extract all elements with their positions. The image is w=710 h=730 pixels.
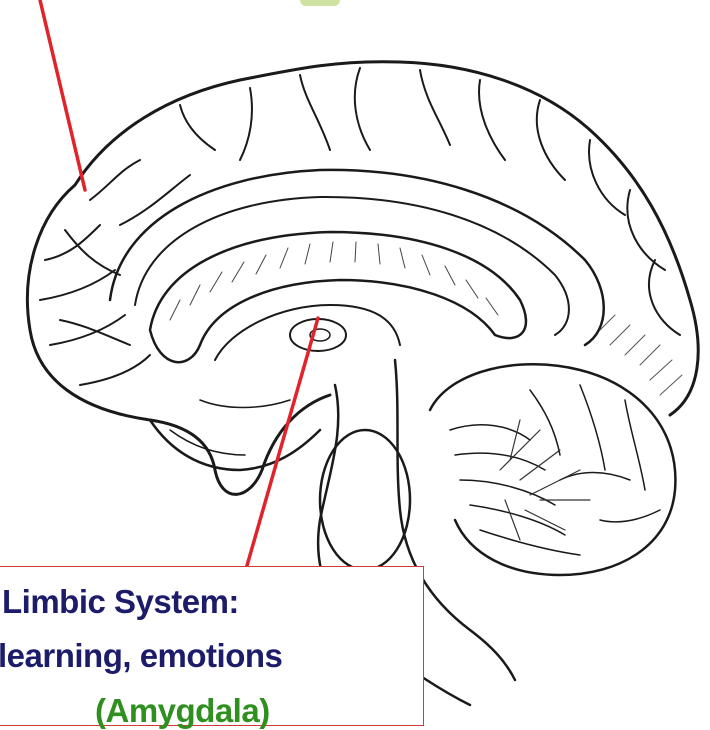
pointer-line-cortex xyxy=(40,0,85,190)
cingulate-gyrus xyxy=(110,170,604,345)
pointer-line-limbic xyxy=(240,318,318,590)
pons xyxy=(320,430,410,570)
cerebellum-folia xyxy=(450,385,660,555)
gyri-folds-front xyxy=(40,225,150,385)
limbic-system-title: Limbic System: xyxy=(2,583,239,621)
gyri-folds-top xyxy=(90,68,680,335)
amygdala-label: (Amygdala) xyxy=(95,692,270,730)
cerebellum xyxy=(430,364,675,575)
diagram-canvas: Limbic System: learning, emotions (Amygd… xyxy=(0,0,710,715)
arbor-vitae xyxy=(500,420,590,540)
limbic-system-description: learning, emotions xyxy=(0,637,282,675)
corpus-callosum xyxy=(150,232,526,362)
